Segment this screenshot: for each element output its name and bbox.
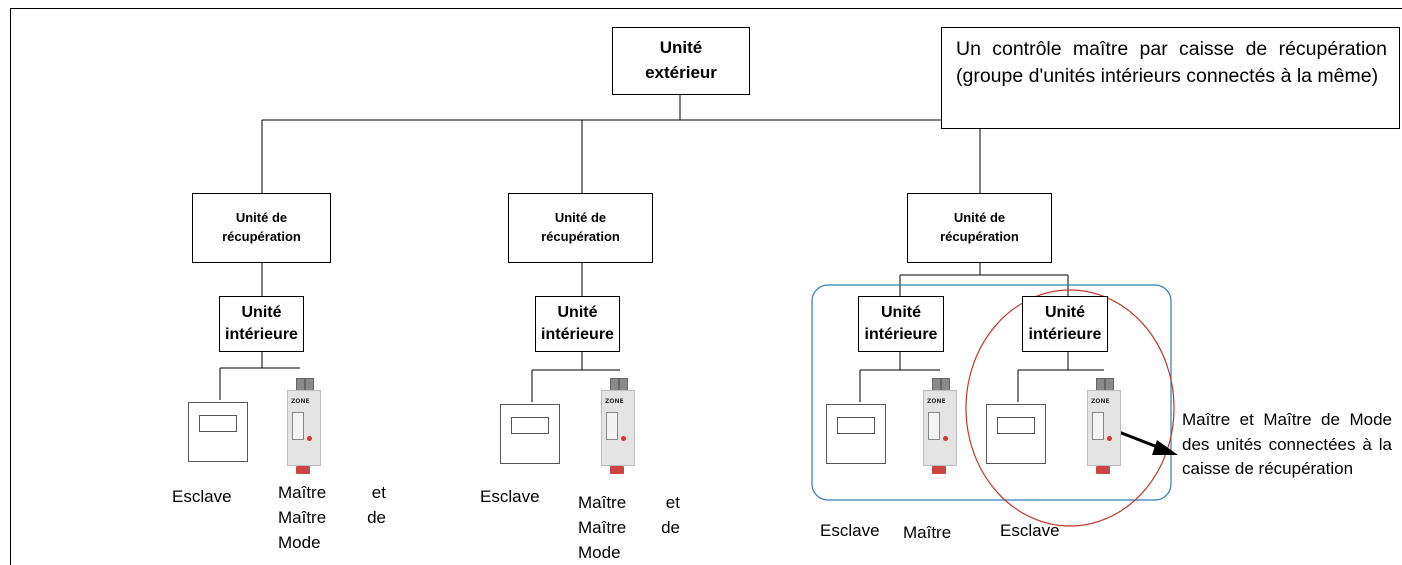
group-outline <box>811 284 1172 501</box>
recovery-unit-2-line2: récupération <box>541 229 620 244</box>
outdoor-unit-line1: Unité <box>659 38 703 58</box>
controller-module-icon: ZONE <box>601 378 635 474</box>
indoor-unit-1-line1: Unité <box>241 304 282 322</box>
recovery-unit-2: Unité de récupération <box>508 193 653 263</box>
diagram-frame <box>10 8 1402 565</box>
thermostat-icon <box>188 402 248 462</box>
device-brand: ZONE <box>605 398 624 405</box>
highlight-circle <box>965 289 1175 527</box>
slave-label: Esclave <box>172 487 232 506</box>
recovery-unit-1: Unité de récupération <box>192 193 331 263</box>
master-label: Maître <box>903 523 952 542</box>
callout-label: Maître et Maître de Mode des unités conn… <box>1182 410 1392 478</box>
recovery-unit-3-line2: récupération <box>940 229 1019 244</box>
outdoor-unit-line2: extérieur <box>645 63 717 82</box>
controller-module-icon: ZONE <box>923 378 957 474</box>
device-brand: ZONE <box>1091 398 1110 405</box>
outdoor-unit-box: Unité extérieur <box>612 27 750 95</box>
indoor-unit-4-line2: intérieure <box>1028 326 1102 343</box>
indoor-unit-3: Unité intérieure <box>858 296 944 352</box>
thermostat-icon <box>826 404 886 464</box>
indoor-unit-3-line1: Unité <box>881 304 921 322</box>
indoor-unit-1-line2: intérieure <box>225 326 298 343</box>
recovery-unit-3: Unité de récupération <box>907 193 1052 263</box>
indoor-unit-3-line2: intérieure <box>864 326 938 343</box>
indoor-unit-2-line1: Unité <box>557 304 598 322</box>
master-control-note: Un contrôle maître par caisse de récupér… <box>941 27 1400 129</box>
indoor-unit-2: Unité intérieure <box>535 296 620 352</box>
indoor-unit-4-line1: Unité <box>1045 304 1085 322</box>
indoor-unit-1: Unité intérieure <box>219 296 304 352</box>
device-brand: ZONE <box>927 398 946 405</box>
indoor-unit-4: Unité intérieure <box>1022 296 1108 352</box>
device-brand: ZONE <box>291 398 310 405</box>
indoor-unit-2-line2: intérieure <box>541 326 614 343</box>
thermostat-icon <box>986 404 1046 464</box>
note-text: Un contrôle maître par caisse de récupér… <box>956 38 1387 87</box>
slave-label: Esclave <box>820 521 880 540</box>
recovery-unit-2-line1: Unité de <box>554 210 607 226</box>
recovery-unit-3-line1: Unité de <box>953 210 1006 226</box>
controller-module-icon: ZONE <box>1087 378 1121 474</box>
controller-module-icon: ZONE <box>287 378 321 474</box>
master-mode-label: Maître et Maître de Mode <box>578 493 680 562</box>
slave-label: Esclave <box>480 487 540 506</box>
master-mode-label: Maître et Maître de Mode <box>278 483 386 552</box>
thermostat-icon <box>500 404 560 464</box>
recovery-unit-1-line1: Unité de <box>235 210 288 226</box>
slave-label: Esclave <box>1000 521 1060 540</box>
recovery-unit-1-line2: récupération <box>222 229 301 244</box>
